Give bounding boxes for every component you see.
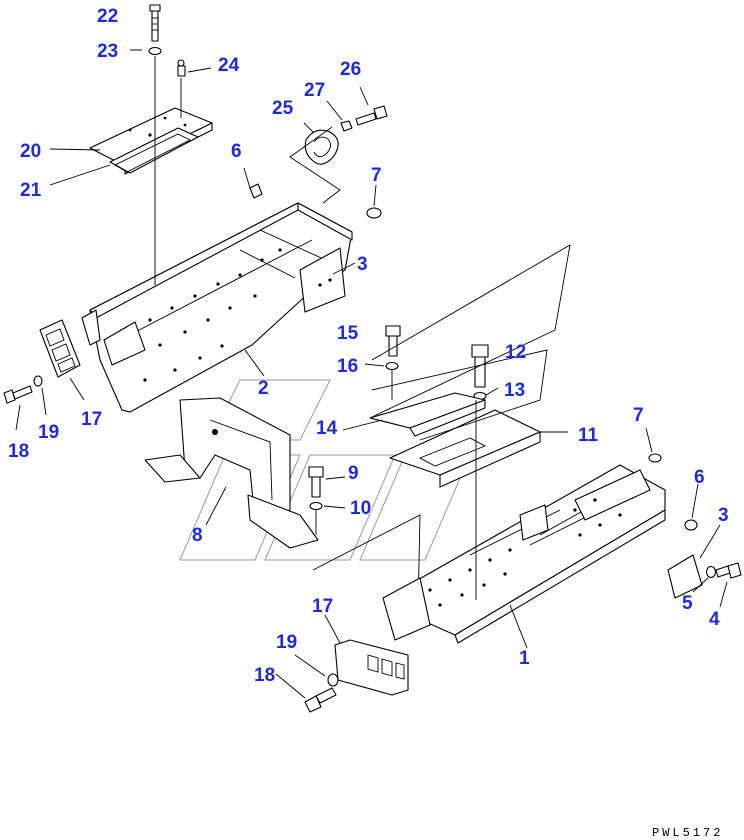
callout-23: 23	[97, 41, 118, 62]
drawing-code: PWL5172	[652, 826, 723, 840]
callout-22: 22	[97, 6, 118, 27]
washer-23	[148, 46, 162, 56]
callout-13: 13	[504, 380, 525, 401]
callout-21: 21	[20, 180, 42, 201]
callout-10: 10	[350, 498, 371, 519]
callout-8: 8	[192, 525, 203, 546]
step-plate-upper	[39, 319, 81, 378]
callout-labels: 22 23 24 26 27 25 20 21 6 7 3 2 17 18 19…	[8, 6, 729, 686]
callout-19-lower: 19	[276, 632, 297, 653]
upper-frame	[81, 202, 353, 413]
bracket-14	[369, 392, 486, 437]
washer-5	[705, 565, 717, 579]
cover-plate-3-lower	[667, 554, 703, 599]
plug-7-upper	[366, 207, 382, 219]
bolt-15	[385, 325, 401, 357]
nut-27	[340, 120, 353, 132]
step-plate-lower	[334, 639, 409, 696]
callout-9: 9	[348, 463, 359, 484]
bolt-26	[355, 105, 388, 126]
callout-18-upper: 18	[8, 441, 29, 462]
callout-5: 5	[682, 593, 693, 614]
bolt-18-upper	[3, 385, 33, 404]
cover-plate	[89, 107, 213, 175]
washer-19-upper	[33, 375, 43, 387]
bolt-12	[471, 344, 489, 388]
lever-frame-8	[144, 397, 319, 549]
callout-14: 14	[316, 418, 338, 439]
callout-1: 1	[519, 648, 530, 669]
bolt-4	[715, 562, 742, 579]
clip-25	[304, 129, 339, 165]
callout-3-lower: 3	[718, 505, 729, 526]
callout-15: 15	[337, 323, 359, 344]
callout-6-lower: 6	[694, 467, 705, 488]
bolt-9	[308, 466, 324, 498]
callout-17-lower: 17	[312, 596, 333, 617]
bolt-18-lower	[304, 687, 337, 713]
callout-19-upper: 19	[38, 422, 59, 443]
bolt-22	[149, 4, 161, 42]
plug-6-upper	[249, 183, 263, 199]
callout-27: 27	[304, 80, 325, 101]
callout-7-lower: 7	[633, 405, 644, 426]
callout-17-upper: 17	[81, 409, 102, 430]
washer-16	[385, 361, 399, 371]
callout-16: 16	[337, 356, 358, 377]
callout-20: 20	[20, 141, 41, 162]
leader-lines	[15, 49, 728, 699]
fitting-24	[177, 59, 186, 77]
callout-25: 25	[272, 98, 294, 119]
washer-10	[309, 501, 323, 511]
callout-7-upper: 7	[371, 165, 382, 186]
callout-12: 12	[505, 342, 526, 363]
callout-24: 24	[218, 55, 240, 76]
washer-19-lower	[327, 673, 339, 687]
lower-frame	[382, 464, 666, 644]
plug-7-lower	[648, 453, 662, 463]
callout-18-lower: 18	[254, 665, 275, 686]
plug-6-lower	[684, 519, 698, 531]
callout-11: 11	[578, 425, 599, 446]
callout-4: 4	[709, 609, 720, 630]
callout-6-upper: 6	[231, 141, 242, 162]
callout-3-upper: 3	[357, 254, 368, 275]
callout-26: 26	[340, 59, 361, 80]
callout-2: 2	[258, 378, 269, 399]
